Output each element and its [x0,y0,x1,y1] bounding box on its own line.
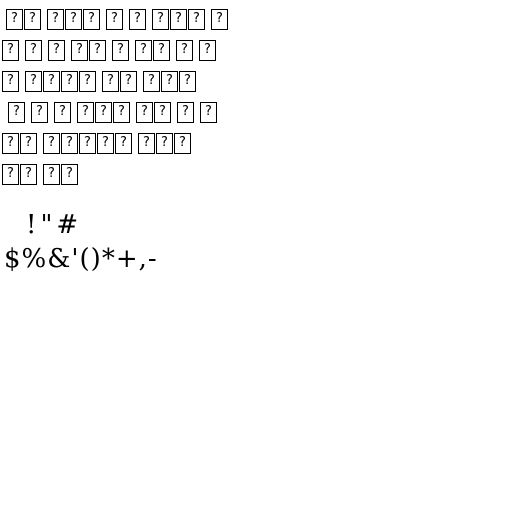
glyph-word: ? [8,101,26,123]
glyph-line: ?????????? [2,66,202,96]
missing-glyph-box: ? [61,163,78,185]
missing-glyph-box: ? [77,101,94,123]
missing-glyph-box: ? [6,8,23,30]
missing-glyph-box: ? [154,101,171,123]
missing-glyph-box: ? [179,70,196,92]
missing-glyph-box: ? [20,163,37,185]
glyph-word: ?? [43,163,79,185]
glyph-line: ??????????? [6,4,234,34]
missing-glyph-box: ? [79,70,96,92]
missing-glyph-box: ? [79,132,96,154]
missing-glyph-box: ? [2,163,19,185]
missing-glyph-box: ? [135,39,152,61]
missing-glyph-box: ? [65,8,82,30]
missing-glyph-box: ? [71,39,88,61]
missing-glyph-box: ? [20,132,37,154]
missing-glyph-box: ? [211,8,228,30]
glyph-word: ?? [102,70,138,92]
glyph-word: ?? [136,101,172,123]
glyph-word: ?? [135,39,171,61]
glyph-word: ??? [143,70,197,92]
missing-glyph-box: ? [120,70,137,92]
glyph-word: ? [211,8,229,30]
missing-glyph-box: ? [113,101,130,123]
symbols-line-2: $%&'()*+,- [4,244,158,274]
missing-glyph-box: ? [89,39,106,61]
missing-glyph-box: ? [61,70,78,92]
missing-glyph-box: ? [43,132,60,154]
glyph-word: ??? [138,132,192,154]
missing-glyph-box: ? [115,132,132,154]
glyph-word: ? [48,39,66,61]
glyph-word: ?? [71,39,107,61]
missing-glyph-box: ? [31,101,48,123]
glyph-word: ?? [6,8,42,30]
glyph-word: ???? [25,70,97,92]
missing-glyph-box: ? [199,39,216,61]
symbols-line-1: !"# [26,210,83,240]
glyph-word: ?? [2,132,38,154]
missing-glyph-box: ? [188,8,205,30]
glyph-word: ? [177,101,195,123]
glyph-word: ? [54,101,72,123]
glyph-word: ??? [47,8,101,30]
missing-glyph-box: ? [95,101,112,123]
missing-glyph-box: ? [138,132,155,154]
missing-glyph-box: ? [2,70,19,92]
missing-glyph-box: ? [43,70,60,92]
glyph-word: ? [129,8,147,30]
glyph-word: ????? [43,132,133,154]
missing-glyph-box: ? [161,70,178,92]
glyph-line: ?????????? [2,35,222,65]
missing-glyph-box: ? [200,101,217,123]
glyph-word: ? [200,101,218,123]
missing-glyph-box: ? [102,70,119,92]
glyph-word: ? [31,101,49,123]
glyph-word: ? [2,39,20,61]
missing-glyph-box: ? [2,132,19,154]
missing-glyph-box: ? [61,132,78,154]
missing-glyph-box: ? [43,163,60,185]
missing-glyph-box: ? [54,101,71,123]
missing-glyph-box: ? [25,39,42,61]
missing-glyph-box: ? [25,70,42,92]
missing-glyph-box: ? [129,8,146,30]
missing-glyph-box: ? [153,39,170,61]
missing-glyph-box: ? [136,101,153,123]
glyph-line: ?????????? [8,97,223,127]
glyph-word: ? [106,8,124,30]
missing-glyph-box: ? [177,101,194,123]
missing-glyph-box: ? [106,8,123,30]
missing-glyph-box: ? [174,132,191,154]
missing-glyph-box: ? [48,39,65,61]
glyph-word: ? [2,70,20,92]
glyph-line: ?????????? [2,128,197,158]
missing-glyph-box: ? [152,8,169,30]
missing-glyph-box: ? [24,8,41,30]
missing-glyph-box: ? [2,39,19,61]
missing-glyph-box: ? [112,39,129,61]
glyph-word: ??? [152,8,206,30]
glyph-word: ? [199,39,217,61]
glyph-word: ? [176,39,194,61]
glyph-line: ???? [2,159,84,189]
missing-glyph-box: ? [83,8,100,30]
missing-glyph-box: ? [8,101,25,123]
glyph-word: ?? [2,163,38,185]
missing-glyph-box: ? [47,8,64,30]
glyph-word: ? [25,39,43,61]
glyph-word: ??? [77,101,131,123]
missing-glyph-box: ? [156,132,173,154]
missing-glyph-box: ? [143,70,160,92]
glyph-word: ? [112,39,130,61]
missing-glyph-box: ? [176,39,193,61]
missing-glyph-box: ? [170,8,187,30]
missing-glyph-box: ? [97,132,114,154]
